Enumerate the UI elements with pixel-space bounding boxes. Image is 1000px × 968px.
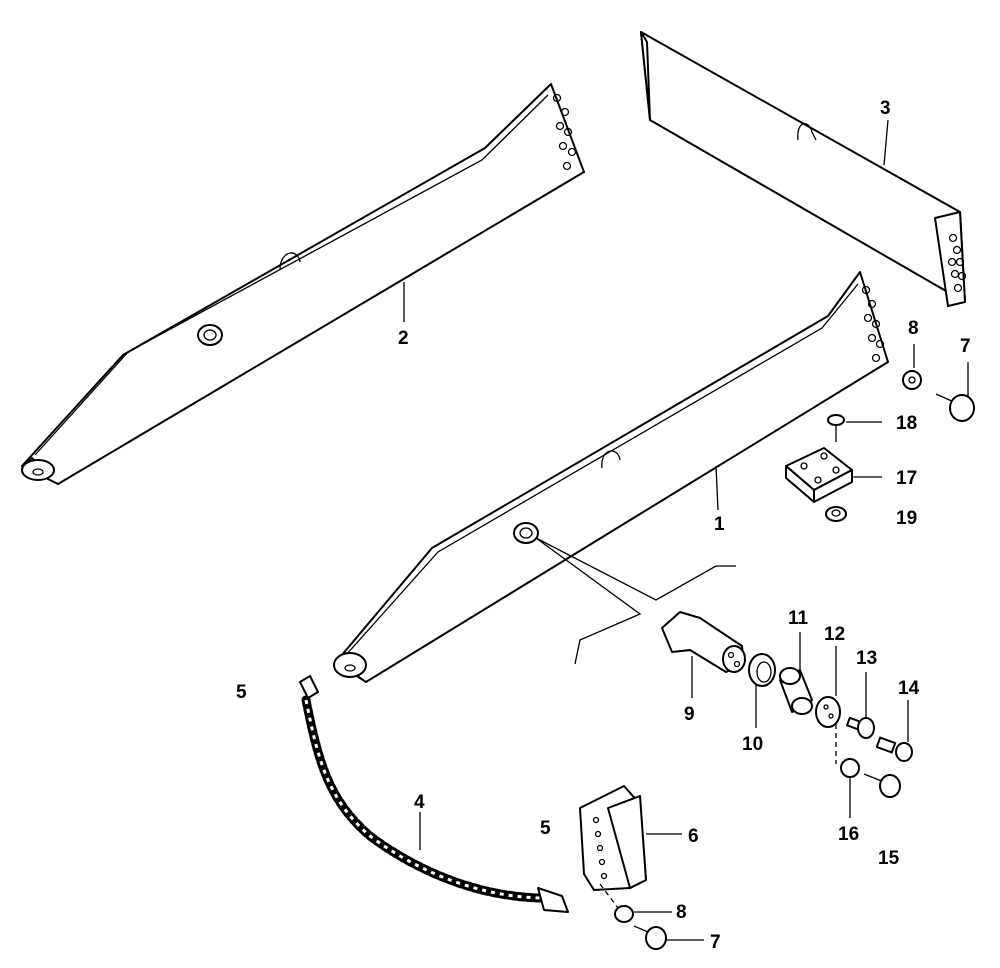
- callout-8-lower: 8: [676, 902, 687, 923]
- part-19-nut: [825, 506, 847, 522]
- callout-2: 2: [398, 328, 409, 349]
- part-3-beam: [640, 31, 967, 307]
- callout-5-mount: 5: [540, 818, 551, 839]
- callout-12: 12: [824, 624, 845, 645]
- callout-8-upper: 8: [908, 318, 919, 339]
- part-13-fitting: [846, 716, 875, 739]
- part-15-bolt: [863, 773, 901, 798]
- callout-15: 15: [878, 848, 900, 869]
- callout-6: 6: [688, 826, 699, 847]
- callout-7-lower: 7: [710, 932, 721, 953]
- part-2-arm: [21, 83, 585, 485]
- part-8-lock-washer-upper: [902, 370, 922, 390]
- callout-19: 19: [896, 508, 917, 529]
- part-10-washer: [748, 653, 776, 687]
- callout-7-upper: 7: [960, 336, 971, 357]
- part-7-bolt-upper: [935, 393, 975, 422]
- part-12-plate: [815, 696, 841, 728]
- callout-9: 9: [684, 704, 695, 725]
- part-1-arm: [333, 271, 889, 683]
- callout-5-chain: 5: [236, 682, 247, 703]
- dashed-link-6-8: [599, 883, 619, 909]
- part-14-fitting: [875, 736, 913, 762]
- part-17-block: [785, 447, 853, 503]
- part-7-bolt-lower: [633, 925, 667, 950]
- leader-3: [883, 119, 889, 166]
- detail-lines: [535, 537, 736, 665]
- part-11-bushing: [779, 667, 813, 715]
- callout-4: 4: [414, 792, 425, 813]
- callout-13: 13: [856, 648, 877, 669]
- callout-14: 14: [898, 678, 920, 699]
- part-8-lock-washer-lower: [614, 905, 634, 923]
- part-9-pin: [661, 611, 746, 673]
- part-16-lock-washer: [840, 758, 860, 778]
- part-6-mount: [579, 785, 647, 891]
- callout-17: 17: [896, 468, 917, 489]
- part-18-bolt: [827, 414, 845, 442]
- leader-1: [715, 465, 719, 511]
- part-4-chain: [299, 675, 569, 913]
- callout-3: 3: [880, 98, 891, 119]
- callout-18: 18: [896, 413, 917, 434]
- callout-10: 10: [742, 734, 763, 755]
- callout-16: 16: [838, 824, 859, 845]
- callout-1: 1: [714, 514, 725, 535]
- callout-11: 11: [788, 608, 809, 629]
